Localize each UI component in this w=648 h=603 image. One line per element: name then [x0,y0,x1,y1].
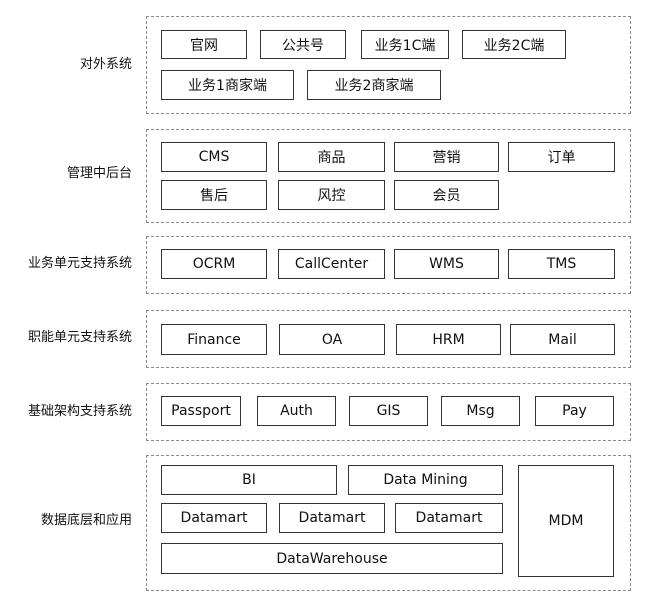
node-after-sales: 售后 [161,180,267,210]
row-label-data: 数据底层和应用 [40,513,132,528]
node-datamart-1: Datamart [161,503,267,533]
group-mgmt [146,129,631,223]
group-infra [146,383,631,441]
node-mdm: MDM [518,465,614,577]
group-funcunit [146,310,631,368]
group-bizunit [146,236,631,294]
node-member: 会员 [394,180,499,210]
row-label-mgmt: 管理中后台 [66,166,132,181]
node-official-site: 官网 [161,30,247,59]
node-gis: GIS [349,396,428,426]
row-label-funcunit: 职能单元支持系统 [27,330,132,345]
node-biz2-merchant: 业务2商家端 [307,70,441,100]
node-datawarehouse: DataWarehouse [161,543,503,574]
node-hrm: HRM [396,324,501,355]
row-label-bizunit: 业务单元支持系统 [27,256,132,271]
node-datamart-3: Datamart [395,503,503,533]
node-oa: OA [279,324,385,355]
node-msg: Msg [441,396,520,426]
node-ocrm: OCRM [161,249,267,279]
node-cms: CMS [161,142,267,172]
node-wms: WMS [394,249,499,279]
node-bi: BI [161,465,337,495]
node-risk-control: 风控 [278,180,385,210]
row-label-external: 对外系统 [79,57,132,72]
node-biz1-c-end: 业务1C端 [361,30,449,59]
node-data-mining: Data Mining [348,465,503,495]
node-auth: Auth [257,396,336,426]
node-biz1-merchant: 业务1商家端 [161,70,294,100]
node-finance: Finance [161,324,267,355]
node-public-account: 公共号 [260,30,346,59]
node-mail: Mail [510,324,615,355]
node-callcenter: CallCenter [278,249,385,279]
row-label-infra: 基础架构支持系统 [27,404,132,419]
node-passport: Passport [161,396,241,426]
node-biz2-c-end: 业务2C端 [462,30,566,59]
node-datamart-2: Datamart [279,503,385,533]
node-pay: Pay [535,396,614,426]
node-tms: TMS [508,249,615,279]
node-product: 商品 [278,142,385,172]
group-external [146,16,631,114]
node-order: 订单 [508,142,615,172]
group-data [146,455,631,591]
node-marketing: 营销 [394,142,499,172]
